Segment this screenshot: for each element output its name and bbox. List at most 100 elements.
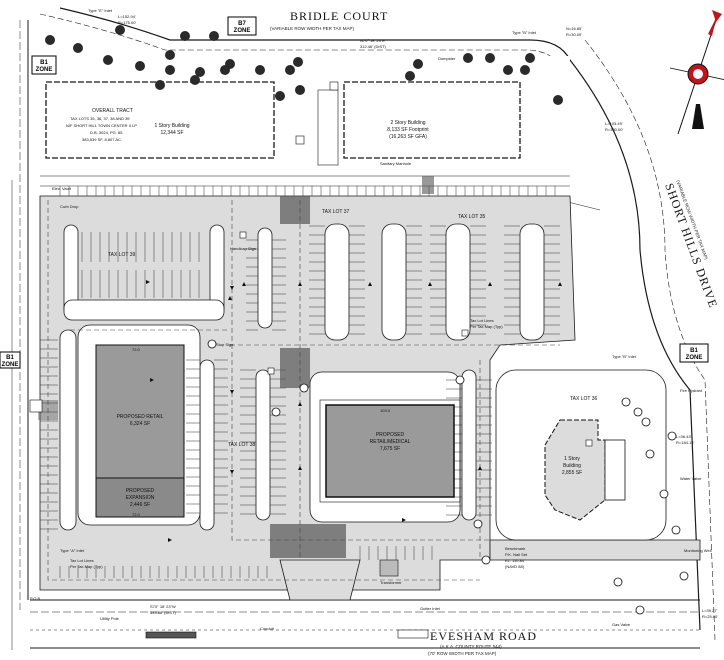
zone-b1-mid: B1 ZONE xyxy=(0,351,21,369)
traffic-arrow-icon xyxy=(230,286,234,290)
tree-icon xyxy=(413,59,423,69)
note-benchmark4: (NAVD 88) xyxy=(505,564,525,569)
zone-b1-left: B1 ZONE xyxy=(31,55,57,75)
traffic-arrow-icon xyxy=(488,282,492,286)
bldg-right-line2: Building xyxy=(563,463,581,469)
note-lot-line4: Per Tax Map (Typ) xyxy=(470,324,503,329)
bldg-top-mid-line1: 2 Story Building xyxy=(390,120,425,126)
top-right-b: R=30.00' xyxy=(566,32,582,37)
note-lot-line3: Tax Lot Lines xyxy=(470,318,494,323)
tree-icon xyxy=(180,31,190,41)
expansion-label-line3: 2,446 SF xyxy=(130,502,150,508)
bottom-line-bearing: S70° 18' 23"W xyxy=(150,604,176,609)
mid-right-radius: R=184.15' xyxy=(676,440,694,445)
tree-icon xyxy=(165,50,175,60)
tree-icon xyxy=(255,65,265,75)
mid-right-length: L=36.43' xyxy=(676,434,692,439)
svg-text:N/F SHORT HILL TOWN CENTER II: N/F SHORT HILL TOWN CENTER II LP xyxy=(66,123,137,128)
note-sanitary: Sanitary Manhole xyxy=(380,161,412,166)
tax-lot-37: TAX LOT 37 xyxy=(322,209,350,215)
tree-icon xyxy=(503,65,513,75)
shrub-icon xyxy=(659,489,669,499)
traffic-arrow-icon xyxy=(298,402,302,406)
traffic-arrow-icon xyxy=(230,390,234,394)
svg-text:383,539 SF, 8.807 AC.: 383,539 SF, 8.807 AC. xyxy=(82,137,122,142)
proposed-retail-medical-building xyxy=(325,404,455,498)
note-lot-line1: Tax Lot Lines xyxy=(70,558,94,563)
note-benchmark3: EL: 110.84 xyxy=(505,558,525,563)
right-arc-length: L=103.49' xyxy=(605,121,623,126)
trees xyxy=(45,25,689,615)
note-dumpster: Dumpster xyxy=(438,56,456,61)
north-arrow xyxy=(669,10,724,135)
tax-lot-38: TAX LOT 38 xyxy=(228,442,256,448)
expansion-label-line1: PROPOSED xyxy=(126,488,155,494)
bottom-right-radius: R=25.00' xyxy=(702,614,718,619)
shrub-icon xyxy=(667,431,677,441)
traffic-arrow-icon xyxy=(402,518,406,522)
top-arc-length: L=152.94' xyxy=(118,14,136,19)
traffic-arrow-icon xyxy=(168,538,172,542)
medical-label-line2: RETAIL/MEDICAL xyxy=(370,439,411,445)
tax-lot-36: TAX LOT 36 xyxy=(570,396,598,402)
boundary-lines xyxy=(11,7,716,650)
tree-icon xyxy=(275,91,285,101)
crosswalks xyxy=(38,176,434,558)
traffic-arrow-icon xyxy=(230,470,234,474)
evesham-road-sub2: (70' ROW WIDTH PER TAX MAP) xyxy=(428,651,497,656)
tree-icon xyxy=(190,75,200,85)
utility-markers xyxy=(29,81,593,639)
tree-icon xyxy=(405,71,415,81)
shrub-icon xyxy=(621,397,631,407)
traffic-arrow-icon xyxy=(242,282,246,286)
shrub-icon xyxy=(455,375,465,385)
bldg-right-line1: 1 Story xyxy=(564,456,580,462)
bottom-right-length: L=39.27' xyxy=(702,608,718,613)
bldg-top-left-line2: 12,344 SF xyxy=(160,130,183,136)
proposed-expansion-building xyxy=(95,477,185,518)
shrub-icon xyxy=(473,519,483,529)
tree-icon xyxy=(463,53,473,63)
shrub-icon xyxy=(207,339,217,349)
svg-text:TAX LOTS 35, 36, 37, 38 AND 39: TAX LOTS 35, 36, 37, 38 AND 39 xyxy=(70,116,130,121)
shrub-icon xyxy=(635,605,645,615)
traffic-arrow-icon xyxy=(146,280,150,284)
evesham-road-sub1: (A.K.A. COUNTY ROUTE 544) xyxy=(440,644,502,649)
tree-icon xyxy=(225,59,235,69)
tree-icon xyxy=(155,80,165,90)
tax-lot-35: TAX LOT 35 xyxy=(458,214,486,220)
medical-elev-top: 103.0 xyxy=(380,408,391,413)
note-handicap: Handicap Sign xyxy=(230,246,256,251)
tree-icon xyxy=(285,65,295,75)
tax-lot-39: TAX LOT 39 xyxy=(108,252,136,258)
tree-icon xyxy=(135,61,145,71)
top-line-distance: 312.46' (DIST) xyxy=(360,44,387,49)
top-arc-radius: R=175.00' xyxy=(118,20,136,25)
bridle-court-label: BRIDLE COURT xyxy=(290,9,388,23)
retail-elev-bottom: 72.0 xyxy=(132,512,141,517)
traffic-arrow-icon xyxy=(298,466,302,470)
svg-text:B1: B1 xyxy=(690,348,698,354)
note-benchmark2: P.K. Nail Set xyxy=(505,552,528,557)
note-stop-sign: Stop Sign xyxy=(216,342,233,347)
centerlines xyxy=(47,200,560,581)
shrub-icon xyxy=(645,449,655,459)
svg-text:ZONE: ZONE xyxy=(234,28,251,34)
note-utility-pole: Utility Pole xyxy=(100,616,120,621)
note-inlet1: Type "E" Inlet xyxy=(88,8,113,13)
traffic-arrow-icon xyxy=(428,282,432,286)
note-elec-vault: Elec. Vault xyxy=(52,186,72,191)
tree-icon xyxy=(525,53,535,63)
shrub-icon xyxy=(481,555,491,565)
traffic-arrow-icon xyxy=(228,296,232,300)
top-right-a: N=16.85' xyxy=(566,26,582,31)
svg-text:ZONE: ZONE xyxy=(2,362,19,368)
svg-text:OVERALL TRACT: OVERALL TRACT xyxy=(92,108,133,114)
expansion-label-line2: EXPANSION xyxy=(126,495,155,501)
retail-elev-top: 72.0 xyxy=(132,347,141,352)
note-gutter: Gutter Inlet xyxy=(420,606,441,611)
medical-label-line1: PROPOSED xyxy=(376,432,405,438)
shrub-icon xyxy=(633,407,643,417)
svg-text:B1: B1 xyxy=(40,60,48,66)
